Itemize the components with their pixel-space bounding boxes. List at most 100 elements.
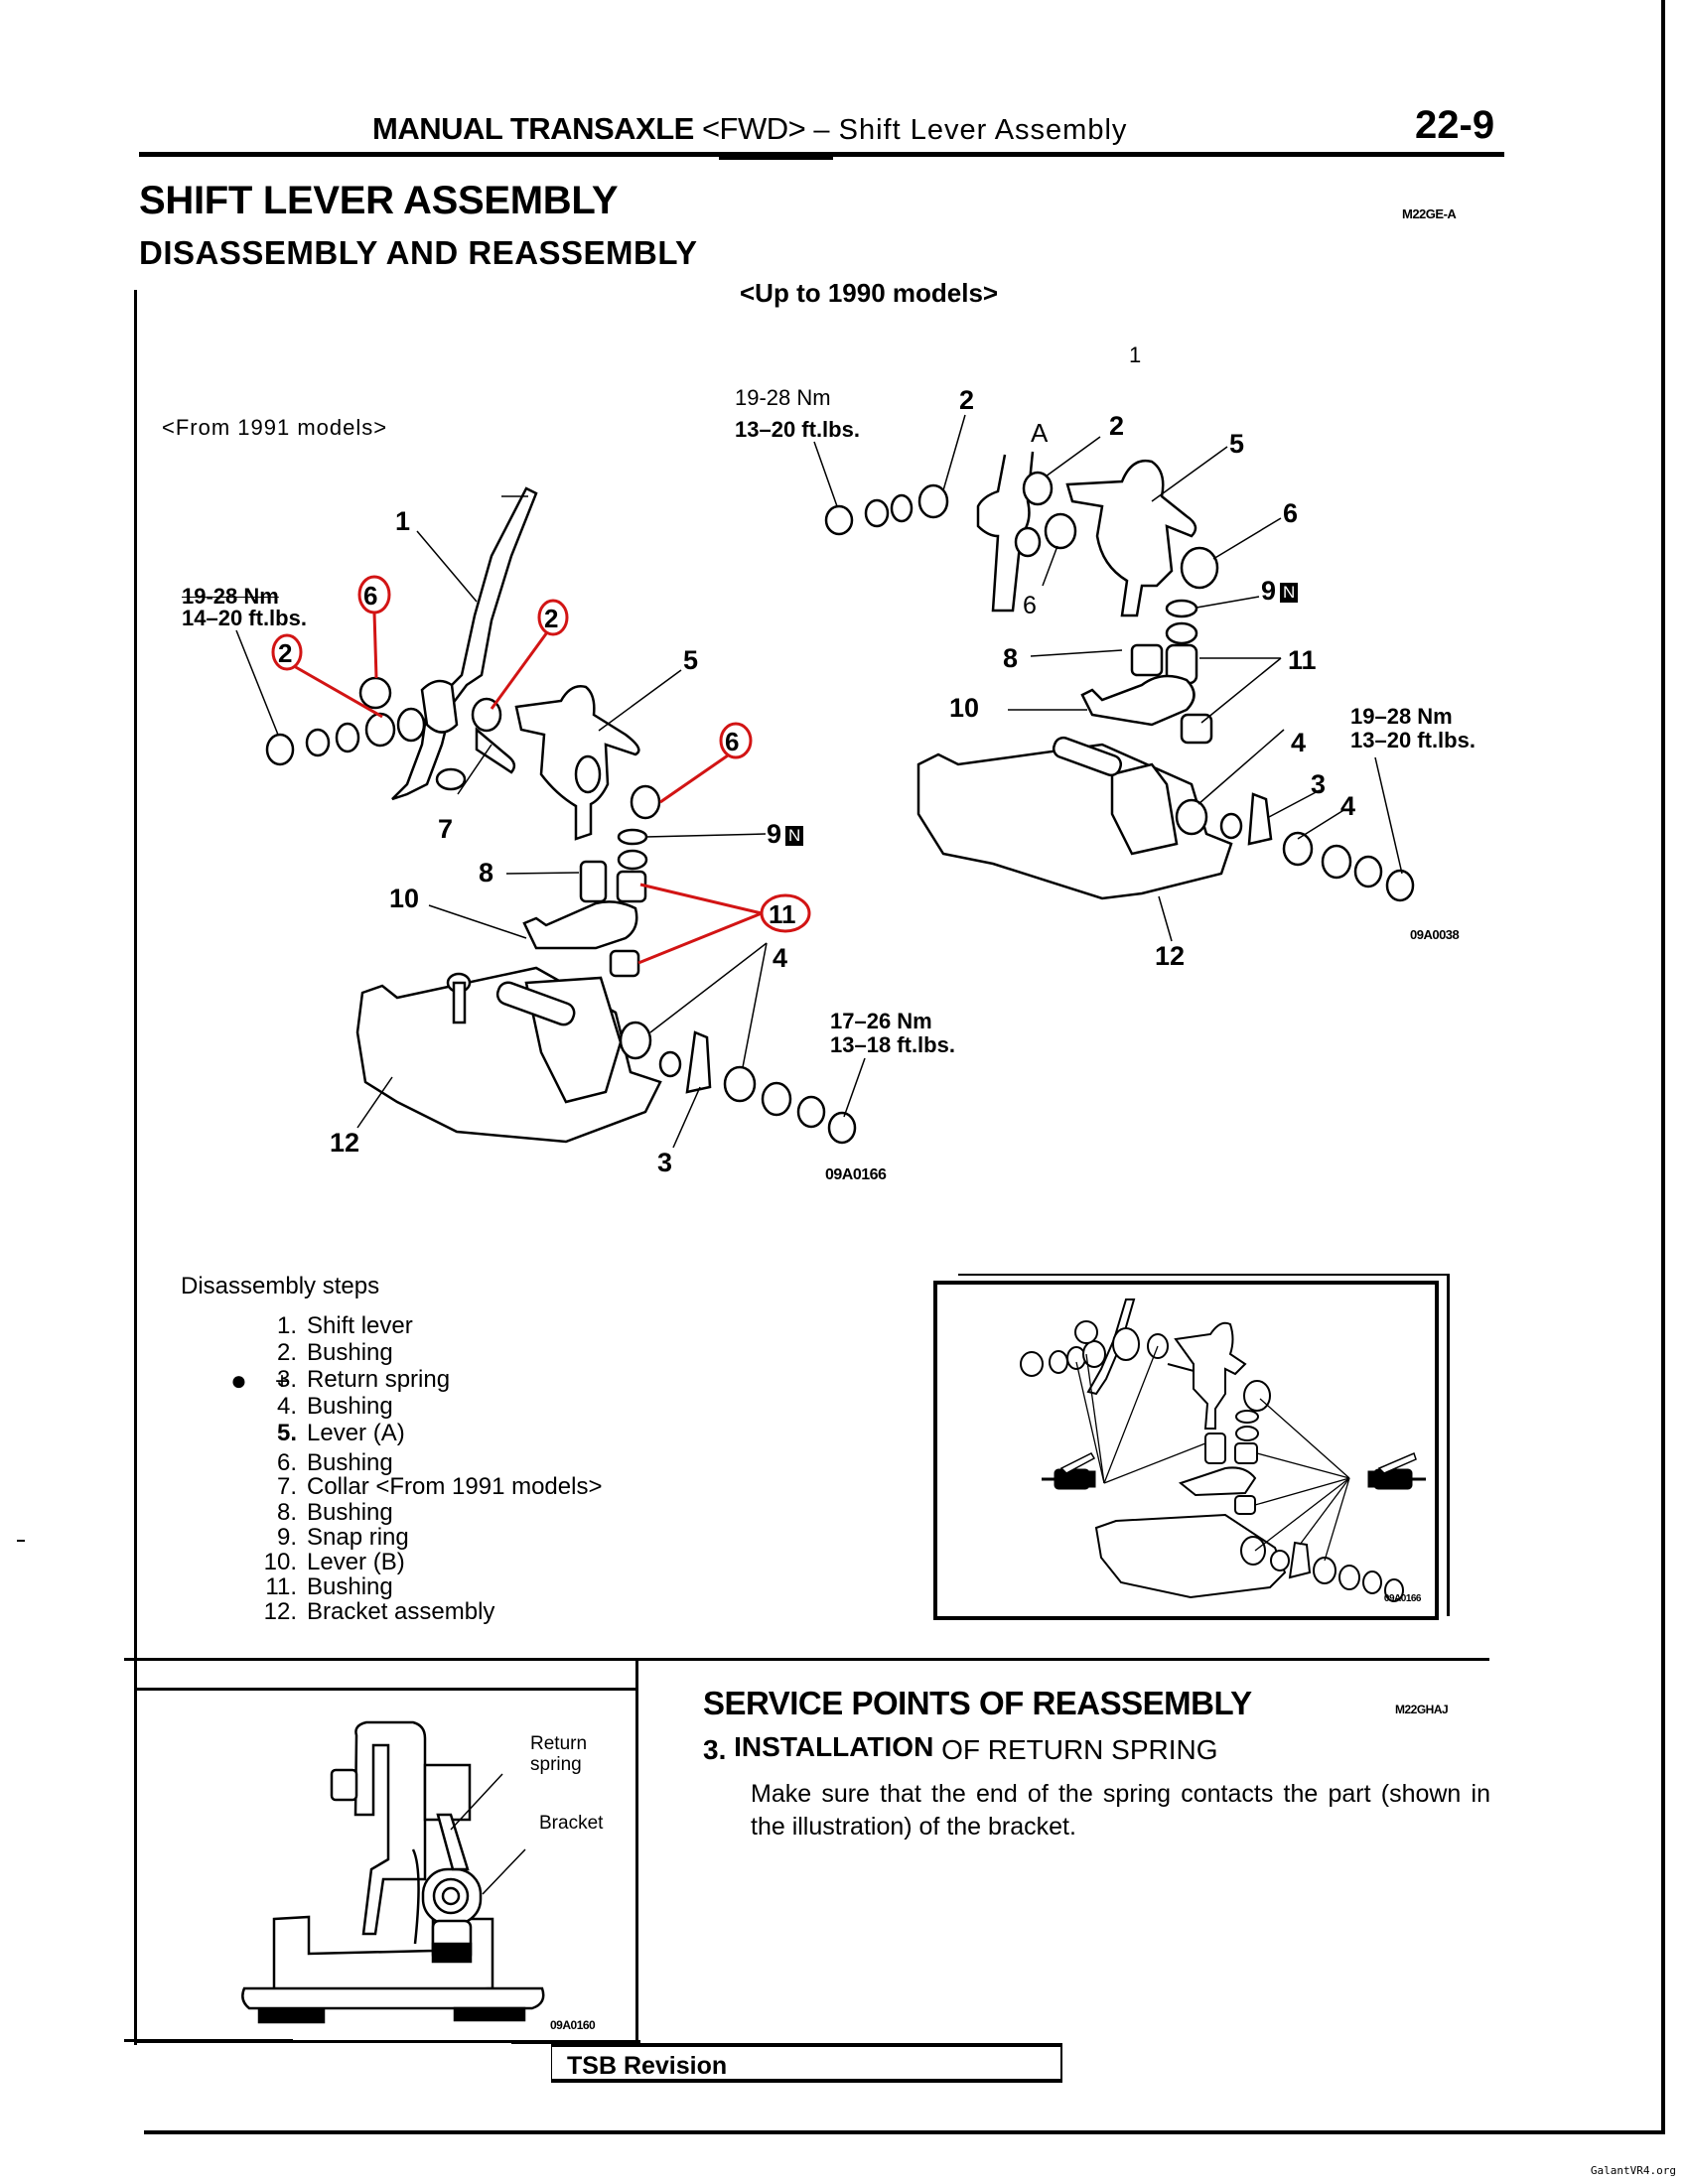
red-callout-2b: 2	[544, 604, 558, 633]
red-callout-11: 11	[769, 899, 796, 929]
section-separator	[124, 1658, 1489, 1661]
callout-1-1991: 1	[395, 506, 411, 536]
section-code: M22GE-A	[1402, 206, 1457, 221]
step-item: 4.Bushing	[276, 1393, 393, 1420]
tsb-revision-label: TSB Revision	[567, 2052, 728, 2080]
torque-nm-1990: 19-28 Nm	[735, 385, 831, 410]
header-subsection: Shift Lever Assembly	[838, 114, 1128, 146]
header-dash: –	[813, 114, 831, 146]
left-border	[134, 290, 137, 2045]
step-label: Shift lever	[307, 1312, 413, 1339]
page-number: 22-9	[1415, 103, 1495, 147]
header-variant: <FWD>	[701, 111, 806, 146]
caption-from-1991: <From 1991 models>	[162, 415, 388, 440]
step-item: 8.Bushing	[276, 1499, 393, 1526]
torque-nm-1991: 19-28 Nm	[182, 584, 279, 609]
service-step-rest: OF RETURN SPRING	[941, 1734, 1218, 1765]
bullet-marker: ●	[230, 1365, 247, 1396]
step-label: Return spring	[307, 1366, 451, 1393]
header-rule	[139, 152, 1504, 157]
step-label: Lever (B)	[307, 1549, 405, 1575]
service-points-title: SERVICE POINTS OF REASSEMBLY	[703, 1685, 1252, 1721]
section-subtitle: DISASSEMBLY AND REASSEMBLY	[139, 234, 698, 271]
step-item: 3.Return spring	[276, 1366, 451, 1393]
figure-code-1990: 09A0038	[1410, 927, 1460, 942]
return-spring-inset: Return spring Bracket 09A0160	[135, 1688, 635, 2043]
step-item: 2.Bushing	[276, 1339, 393, 1366]
inset-divider	[635, 1660, 638, 2047]
step-label: Lever (A)	[307, 1420, 405, 1446]
callout-3-1990: 3	[1311, 769, 1327, 799]
figure-code-1991: 09A0166	[825, 1166, 887, 1183]
step-item: 10.Lever (B)	[263, 1549, 405, 1575]
callout-1-right: 1	[1129, 342, 1142, 367]
step-item: 1.Shift lever	[276, 1312, 413, 1339]
step-label: Bushing	[307, 1339, 393, 1366]
step-label: Bushing	[307, 1573, 393, 1600]
red-callouts-1991: 6 2 2 6 11	[271, 575, 811, 965]
callout-2b-1990: 2	[1109, 411, 1125, 441]
callout-12-1991: 12	[330, 1128, 360, 1158]
callout-8-1990: 8	[1003, 643, 1019, 673]
header-rule-mark	[719, 157, 833, 160]
step-item: 7.Collar <From 1991 models>	[276, 1473, 603, 1500]
inset-top-shadow	[958, 1274, 1447, 1276]
running-header: MANUAL TRANSAXLE <FWD> – Shift Lever Ass…	[372, 111, 1127, 147]
step-item: 9.Snap ring	[276, 1524, 409, 1551]
callout-5-1990: 5	[1229, 429, 1245, 459]
page-title: SHIFT LEVER ASSEMBLY	[139, 179, 619, 222]
service-step-bold: INSTALLATION	[734, 1731, 934, 1762]
torque2-nm-1991: 17–26 Nm	[830, 1009, 932, 1033]
caption-up-to-1990: <Up to 1990 models>	[740, 278, 999, 308]
step-label: Bushing	[307, 1393, 393, 1420]
new-part-badge-1990: N	[1280, 582, 1299, 603]
callout-4b-1990: 4	[1340, 791, 1356, 821]
grease-points-illustration	[1020, 1298, 1426, 1602]
torque2-nm-1990: 19–28 Nm	[1350, 704, 1453, 729]
label-bracket: Bracket	[539, 1813, 604, 1834]
service-step-heading: 3. INSTALLATION OF RETURN SPRING	[703, 1731, 1218, 1766]
callout-A-1990: A	[1031, 418, 1049, 448]
label-return-spring: Return spring	[530, 1733, 587, 1775]
callout-9-1990-num: 9	[1261, 576, 1277, 606]
header-section: MANUAL TRANSAXLE	[372, 111, 694, 146]
callout-4a-1990: 4	[1291, 728, 1307, 757]
red-callout-6a: 6	[363, 581, 377, 611]
figure-code-spring-inset: 09A0160	[550, 2018, 596, 2032]
service-step-number: 3.	[703, 1734, 727, 1765]
figure-code-grease-inset: 09A0166	[1383, 1593, 1422, 1604]
callout-6a-1990: 6	[1283, 498, 1299, 528]
step-item: 5.Lever (A)	[276, 1420, 405, 1446]
margin-mark	[17, 1540, 25, 1542]
disassembly-steps-title: Disassembly steps	[181, 1273, 380, 1299]
torque2-ftlbs-1990: 13–20 ft.lbs.	[1350, 728, 1476, 752]
callout-9-1991-num: 9	[767, 819, 782, 849]
plus-marker: +	[275, 1368, 290, 1395]
right-border	[1661, 0, 1665, 2134]
callout-11-1990: 11	[1288, 645, 1317, 675]
footer-mark-left	[124, 2039, 293, 2042]
step-label: Collar <From 1991 models>	[307, 1473, 603, 1500]
grease-points-inset: 09A0166	[933, 1281, 1439, 1620]
red-callout-2a: 2	[278, 638, 292, 668]
step-label: Bracket assembly	[307, 1598, 495, 1625]
step-item: 12.Bracket assembly	[263, 1598, 495, 1625]
callout-12-1990: 12	[1155, 941, 1186, 971]
torque-ftlbs-1991: 14–20 ft.lbs.	[182, 606, 307, 630]
step-label: Bushing	[307, 1499, 393, 1526]
new-part-badge-1991: N	[785, 825, 804, 846]
torque2-ftlbs-1991: 13–18 ft.lbs.	[830, 1032, 955, 1057]
callout-10-1990: 10	[949, 693, 980, 723]
callout-4-1991: 4	[773, 943, 788, 973]
service-points-code: M22GHAJ	[1395, 1703, 1449, 1716]
red-callout-6b: 6	[725, 727, 739, 756]
step-item: 6.Bushing	[276, 1449, 393, 1476]
grease-gun-icon-left	[1042, 1452, 1096, 1490]
step-item: 11.Bushing	[265, 1573, 393, 1600]
step-label: Snap ring	[307, 1524, 409, 1551]
footer-mark-mid	[511, 2040, 640, 2044]
callout-5-1991: 5	[683, 645, 699, 675]
callout-6b-1990: 6	[1023, 592, 1037, 619]
tsb-revision-box: TSB Revision	[551, 2043, 1062, 2083]
